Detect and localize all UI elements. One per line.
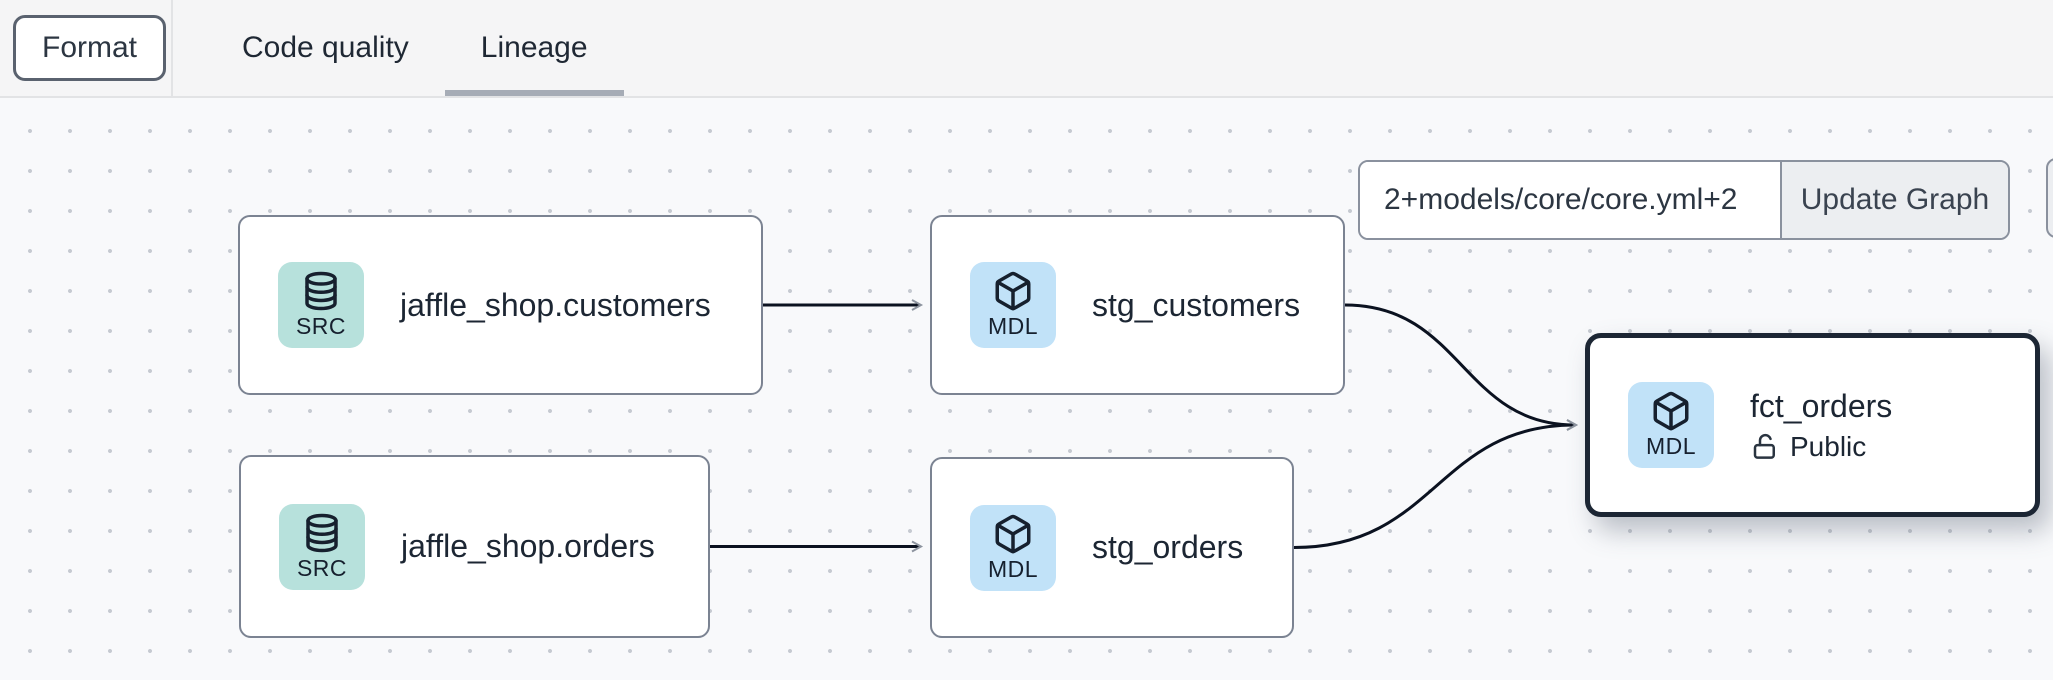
node-label: jaffle_shop.customers — [400, 286, 711, 323]
node-text: stg_customers — [1092, 287, 1300, 324]
model-badge: MDL — [970, 504, 1056, 591]
graph-node-source-jaffle_shop-orders[interactable]: SRC jaffle_shop.orders — [239, 455, 710, 638]
node-label: stg_customers — [1092, 286, 1301, 323]
source-badge: SRC — [279, 503, 365, 590]
graph-node-source-jaffle_shop-customers[interactable]: SRC jaffle_shop.customers — [238, 215, 763, 395]
lineage-canvas[interactable]: Update Graph SRCjaffle_shop.customersMDL… — [0, 98, 2053, 680]
lock-open-icon — [1753, 433, 1775, 459]
model-selector-group: Update Graph — [1358, 160, 2010, 240]
lineage-edge-model-stg_customers-to-model-fct_orders — [1344, 303, 1579, 431]
tab-bar: Code quality Lineage — [206, 0, 624, 96]
update-graph-button[interactable]: Update Graph — [1780, 162, 2008, 238]
model-selector-input[interactable] — [1360, 162, 1780, 238]
node-text: jaffle_shop.customers — [400, 287, 711, 324]
source-badge: SRC — [278, 262, 364, 348]
badge-label: MDL — [987, 555, 1039, 582]
badge-label: SRC — [295, 313, 347, 339]
database-icon — [306, 513, 338, 552]
node-label: stg_orders — [1092, 529, 1244, 565]
badge-label: MDL — [987, 313, 1039, 339]
database-icon — [305, 271, 337, 311]
format-button[interactable]: Format — [13, 15, 167, 81]
tab-code-quality[interactable]: Code quality — [242, 31, 409, 64]
graph-node-model-stg_orders[interactable]: MDL stg_orders — [930, 457, 1294, 638]
node-access: Public — [1750, 431, 1892, 463]
format-button-area: Format — [0, 0, 173, 96]
model-badge: MDL — [1628, 382, 1714, 468]
node-text: stg_orders — [1092, 529, 1243, 566]
tab-lineage[interactable]: Lineage — [444, 0, 624, 96]
model-badge: MDL — [970, 262, 1056, 348]
cube-icon — [1653, 391, 1689, 431]
badge-label: SRC — [296, 554, 348, 581]
clipped-button-right-edge[interactable] — [2046, 158, 2053, 238]
access-label: Public — [1790, 430, 1867, 462]
node-text: jaffle_shop.orders — [401, 528, 655, 565]
node-label: jaffle_shop.orders — [401, 528, 655, 564]
node-label: fct_orders — [1750, 387, 1893, 424]
graph-node-model-stg_customers[interactable]: MDL stg_customers — [930, 215, 1345, 395]
cube-icon — [995, 514, 1031, 553]
badge-label: MDL — [1645, 433, 1697, 459]
cube-icon — [995, 271, 1031, 311]
topbar: Format Code quality Lineage — [0, 0, 2053, 98]
lineage-edge-model-stg_orders-to-model-fct_orders — [1293, 419, 1579, 549]
